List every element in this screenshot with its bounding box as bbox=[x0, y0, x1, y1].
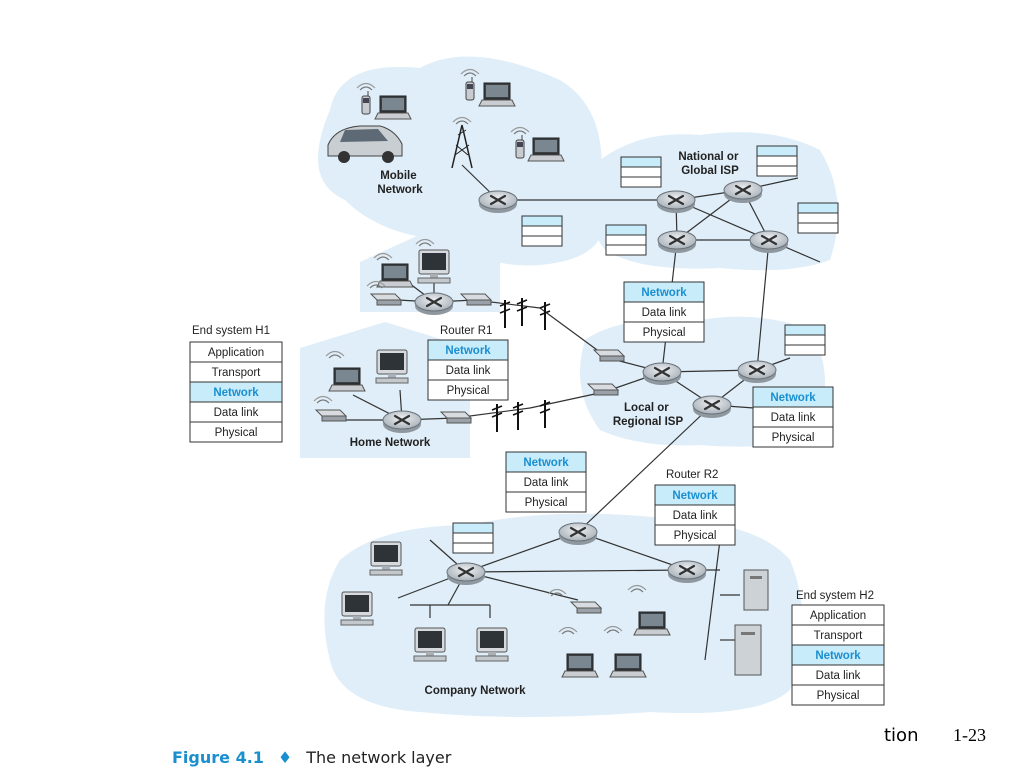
laptop-icon bbox=[478, 82, 516, 107]
svg-text:Transport: Transport bbox=[814, 630, 864, 642]
protocol-stack-h2: Application Transport Network Data link … bbox=[791, 604, 885, 706]
end-system-h1-label: End system H1 bbox=[192, 325, 270, 337]
router-icon bbox=[656, 229, 698, 255]
national-isp-label: National or Global ISP bbox=[678, 151, 741, 177]
figure-caption: Figure 4.1 ♦ The network layer bbox=[172, 748, 451, 767]
svg-text:Data link: Data link bbox=[771, 412, 816, 424]
forwarding-table bbox=[605, 224, 647, 256]
diamond-icon: ♦ bbox=[277, 748, 293, 767]
home-network-label: Home Network bbox=[350, 437, 431, 449]
svg-text:Network: Network bbox=[770, 392, 816, 404]
monitor-icon bbox=[413, 627, 447, 662]
protocol-stack-r2: Network Data link Physical bbox=[654, 484, 736, 546]
protocol-stack-company-router: Network Data link Physical bbox=[505, 451, 587, 513]
monitor-icon bbox=[475, 627, 509, 662]
forwarding-table bbox=[756, 145, 798, 177]
router-r2-label: Router R2 bbox=[666, 469, 718, 481]
svg-text:Data link: Data link bbox=[446, 365, 491, 377]
cell-tower-icon bbox=[451, 116, 473, 169]
protocol-stack-isp-router: Network Data link Physical bbox=[623, 281, 705, 343]
laptop-icon bbox=[374, 95, 412, 120]
layer-data-link: Data link bbox=[214, 407, 259, 419]
forwarding-table bbox=[521, 215, 563, 247]
laptop-icon bbox=[609, 653, 647, 678]
router-r1-icon bbox=[381, 409, 423, 435]
svg-text:Network: Network bbox=[523, 457, 569, 469]
router-icon bbox=[655, 189, 697, 215]
laptop-icon bbox=[633, 611, 671, 636]
slide-number: 1-23 bbox=[953, 725, 986, 745]
router-icon bbox=[445, 561, 487, 587]
router-icon bbox=[748, 229, 790, 255]
car-icon bbox=[327, 125, 403, 163]
laptop-icon bbox=[561, 653, 599, 678]
layer-transport: Transport bbox=[212, 367, 262, 379]
forwarding-table bbox=[797, 202, 839, 234]
svg-text:Data link: Data link bbox=[673, 510, 718, 522]
svg-text:Physical: Physical bbox=[643, 327, 686, 339]
router-icon bbox=[666, 559, 708, 585]
forwarding-table bbox=[620, 156, 662, 188]
router-r2-icon bbox=[557, 521, 599, 547]
server-icon bbox=[734, 569, 769, 676]
svg-text:Physical: Physical bbox=[772, 432, 815, 444]
protocol-stack-r1: Network Data link Physical bbox=[427, 339, 509, 401]
svg-text:Data link: Data link bbox=[816, 670, 861, 682]
forwarding-table bbox=[784, 324, 826, 356]
svg-text:Network: Network bbox=[445, 345, 491, 357]
router-icon bbox=[722, 179, 764, 205]
monitor-icon bbox=[375, 349, 409, 384]
monitor-icon bbox=[340, 591, 374, 626]
router-icon bbox=[736, 359, 778, 385]
layer-network: Network bbox=[213, 387, 259, 399]
router-icon bbox=[413, 291, 455, 317]
end-system-h2-label: End system H2 bbox=[796, 590, 874, 602]
svg-text:Physical: Physical bbox=[525, 497, 568, 509]
router-icon bbox=[641, 361, 683, 387]
svg-text:Network: Network bbox=[672, 490, 718, 502]
company-network-label: Company Network bbox=[425, 685, 527, 697]
figure-number: Figure 4.1 bbox=[172, 748, 264, 767]
laptop-icon bbox=[328, 367, 366, 392]
layer-physical: Physical bbox=[215, 427, 258, 439]
svg-text:Physical: Physical bbox=[447, 385, 490, 397]
svg-text:Physical: Physical bbox=[674, 530, 717, 542]
svg-text:Data link: Data link bbox=[642, 307, 687, 319]
layer-application: Application bbox=[208, 347, 264, 359]
monitor-icon bbox=[369, 541, 403, 576]
mobile-network-label: Mobile Network bbox=[377, 170, 423, 196]
local-isp-label: Local or Regional ISP bbox=[613, 402, 684, 428]
laptop-icon bbox=[527, 137, 565, 162]
protocol-stack-h1: Application Transport Network Data link … bbox=[189, 341, 283, 443]
forwarding-table bbox=[452, 522, 494, 554]
protocol-stack-isp-router: Network Data link Physical bbox=[752, 386, 834, 448]
svg-text:Network: Network bbox=[815, 650, 861, 662]
svg-text:Physical: Physical bbox=[817, 690, 860, 702]
router-r1-label: Router R1 bbox=[440, 325, 492, 337]
router-icon bbox=[691, 394, 733, 420]
chapter-fragment: tion bbox=[884, 725, 919, 746]
figure-title: The network layer bbox=[306, 748, 452, 767]
svg-text:Data link: Data link bbox=[524, 477, 569, 489]
monitor-icon bbox=[417, 249, 451, 284]
router-icon bbox=[477, 189, 519, 215]
svg-text:Application: Application bbox=[810, 610, 866, 622]
svg-text:Network: Network bbox=[641, 287, 687, 299]
